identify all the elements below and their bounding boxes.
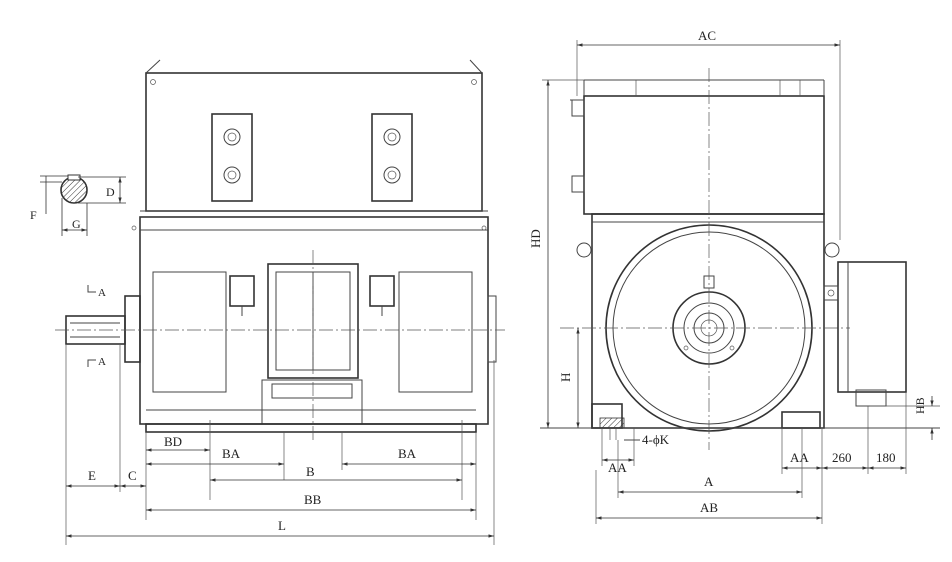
dim-label-AB: AB — [700, 500, 718, 515]
end-frame — [591, 213, 825, 429]
end-top-cooler — [583, 95, 825, 215]
base-rail — [145, 423, 477, 433]
dim-label-H: H — [558, 373, 573, 382]
dim-label-HD: HD — [528, 229, 543, 248]
dim-label-AC: AC — [698, 28, 716, 43]
dim-label-A: A — [704, 474, 714, 489]
top-cooler-box — [145, 72, 483, 212]
dim-label-BD: BD — [164, 434, 182, 449]
terminal-plate-left — [211, 113, 253, 202]
dim-label-E: E — [88, 468, 96, 483]
end-view: AC HD H HB 4-ϕK AA AA 260 180 — [528, 28, 940, 524]
side-terminal-box — [837, 261, 907, 393]
dim-label-HB: HB — [913, 397, 927, 414]
side-view: A A F G D — [30, 59, 505, 545]
dim-label-BA-right: BA — [398, 446, 417, 461]
terminal-plate-right — [371, 113, 413, 202]
dim-label-AA-right: AA — [790, 450, 809, 465]
dim-label-260: 260 — [832, 450, 852, 465]
dim-label-G: G — [72, 217, 81, 231]
hole-callout: 4-ϕK — [642, 432, 670, 447]
dim-label-L: L — [278, 518, 286, 533]
dim-label-180: 180 — [876, 450, 896, 465]
section-mark-top: A — [98, 287, 106, 299]
dim-label-D: D — [106, 185, 115, 199]
bearing-flange — [124, 295, 141, 363]
dim-label-BA-left: BA — [222, 446, 241, 461]
shaft-section-detail: F G D — [30, 174, 126, 236]
section-mark-bottom: A — [98, 356, 106, 368]
dim-label-BB: BB — [304, 492, 322, 507]
motor-frame — [139, 216, 489, 425]
dim-label-F: F — [30, 208, 37, 222]
dim-label-B: B — [306, 464, 315, 479]
dim-label-C: C — [128, 468, 137, 483]
